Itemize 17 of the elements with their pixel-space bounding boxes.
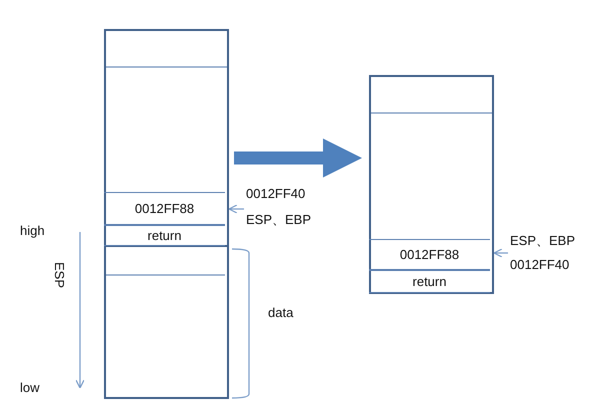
end-label: low bbox=[20, 380, 40, 395]
stack-frame bbox=[104, 29, 229, 399]
block-arrow bbox=[234, 138, 362, 178]
arrow bbox=[228, 204, 244, 214]
register-label: ESP、EBP bbox=[510, 232, 576, 250]
bracket-label: data bbox=[268, 305, 294, 320]
register-label: ESP、EBP bbox=[246, 211, 312, 229]
register-label: 0012FF40 bbox=[510, 257, 570, 272]
register-label: 0012FF40 bbox=[246, 186, 306, 201]
cell-text: return bbox=[146, 228, 182, 243]
stack-frame bbox=[369, 75, 494, 294]
cell-text: 0012FF88 bbox=[134, 201, 196, 216]
axis-label: ESP bbox=[52, 262, 67, 288]
cell-text: 0012FF88 bbox=[398, 247, 460, 262]
cell-text: return bbox=[412, 274, 448, 289]
end-label: high bbox=[20, 223, 45, 238]
arrow bbox=[493, 248, 508, 258]
